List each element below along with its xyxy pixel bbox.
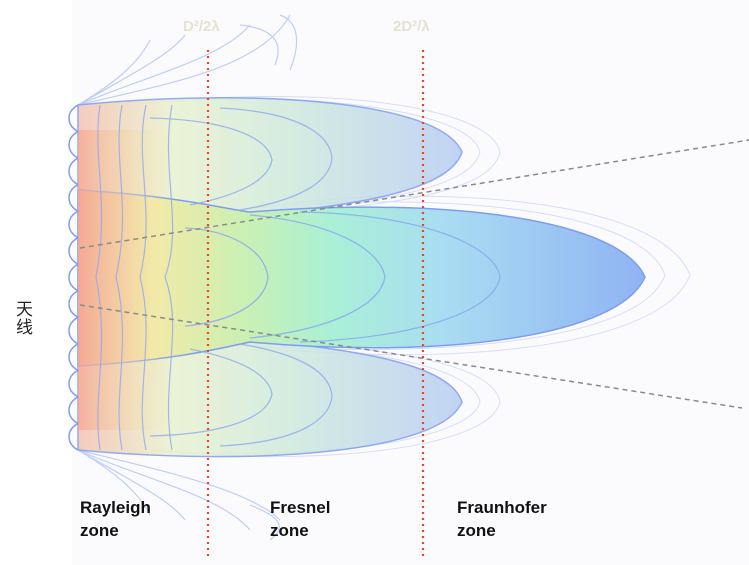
fraunhofer-zone-label: Fraunhofer zone (457, 496, 547, 542)
antenna-element (68, 422, 79, 451)
antenna-element (68, 290, 79, 318)
near-boundary-label: D²/2λ (183, 18, 220, 35)
rayleigh-wave-columns (95, 104, 174, 451)
antenna-array (68, 104, 79, 451)
main-lobe-fronts (184, 211, 501, 343)
antenna-element (68, 343, 79, 372)
antenna-element (68, 104, 79, 133)
antenna-element (68, 130, 79, 159)
fresnel-zone-line2: zone (270, 521, 309, 540)
fraunhofer-zone-line1: Fraunhofer (457, 498, 547, 517)
fresnel-zone-label: Fresnel zone (270, 496, 330, 542)
antenna-element (68, 396, 79, 425)
antenna-element (68, 210, 79, 239)
lower-cone-line (79, 304, 743, 409)
rayleigh-glow (78, 130, 173, 430)
rayleigh-zone-line1: Rayleigh (80, 498, 151, 517)
fraunhofer-zone-line2: zone (457, 521, 496, 540)
rayleigh-zone-line2: zone (80, 521, 119, 540)
top-wave-fronts (77, 14, 298, 106)
antenna-element (68, 157, 79, 186)
antenna-element (68, 183, 79, 212)
upper-cone-line (79, 139, 749, 249)
antenna-label: 天线 (12, 300, 32, 336)
far-boundary-label: 2D²/λ (393, 18, 430, 35)
bottom-wave-fronts (77, 449, 281, 541)
rayleigh-zone-label: Rayleigh zone (80, 496, 151, 542)
antenna-element (68, 369, 79, 398)
antenna-element (68, 316, 79, 345)
antenna-element (68, 237, 79, 265)
fresnel-zone-line1: Fresnel (270, 498, 331, 517)
antenna-element (68, 263, 79, 292)
